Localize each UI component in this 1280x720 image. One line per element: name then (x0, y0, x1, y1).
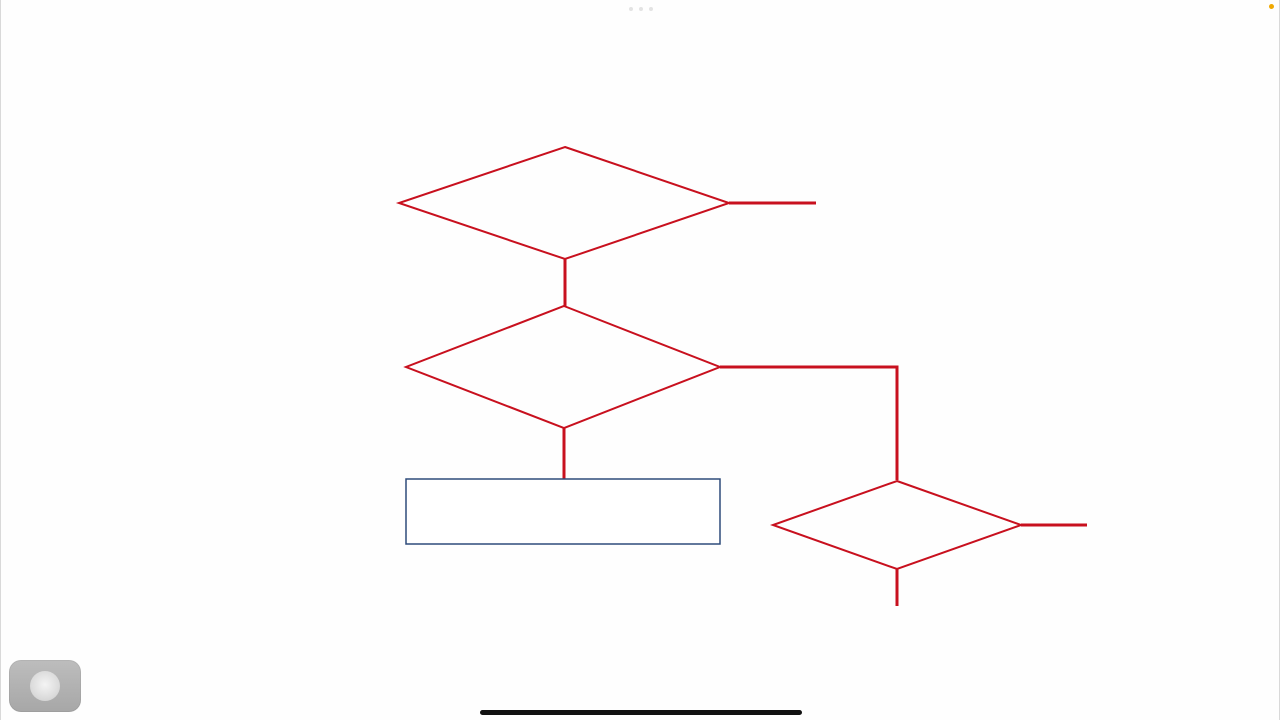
status-indicator-dot-icon (1269, 4, 1274, 9)
decision-shape-1[interactable] (395, 145, 733, 261)
dot (629, 7, 633, 11)
dot (649, 7, 653, 11)
multitasking-dots-icon[interactable] (629, 6, 653, 12)
process-1-rect[interactable] (405, 478, 721, 545)
decision-shape-3[interactable] (770, 479, 1024, 571)
process-shape-1[interactable] (405, 478, 721, 545)
home-indicator-bar[interactable] (480, 710, 802, 715)
decision-3-diamond[interactable] (770, 479, 1024, 571)
decision-2-diamond[interactable] (403, 304, 723, 430)
assistive-touch-button[interactable] (9, 660, 81, 712)
decision-shape-2[interactable] (403, 304, 723, 430)
connector-decision-2-to-decision-3[interactable] (720, 365, 899, 480)
dot (639, 7, 643, 11)
assistive-touch-icon (30, 671, 60, 701)
decision-1-diamond[interactable] (395, 145, 733, 261)
